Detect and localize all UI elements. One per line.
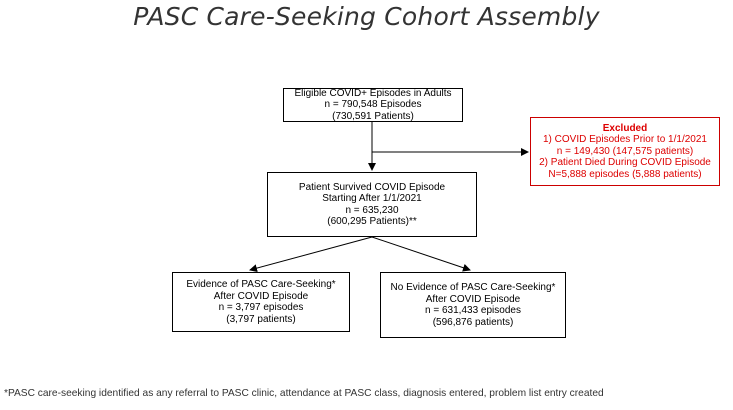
evidence-line-3: n = 3,797 episodes (218, 302, 304, 313)
arrow-to-no-evidence (371, 236, 471, 272)
survived-line-1: Patient Survived COVID Episode (298, 181, 446, 193)
survived-line-3: n = 635,230 (345, 204, 399, 216)
page-title: PASC Care-Seeking Cohort Assembly (133, 2, 600, 31)
no-evidence-line-3: n = 631,433 episodes (425, 305, 521, 316)
footnote: *PASC care-seeking identified as any ref… (4, 388, 604, 399)
no-evidence-care-seeking-box: No Evidence of PASC Care-Seeking* After … (380, 272, 566, 338)
eligible-episodes-box: Eligible COVID+ Episodes in Adults n = 7… (283, 88, 463, 122)
eligible-line-2: n = 790,548 Episodes (324, 99, 422, 111)
evidence-line-1: Evidence of PASC Care-Seeking* (186, 279, 336, 290)
evidence-care-seeking-box: Evidence of PASC Care-Seeking* After COV… (172, 272, 350, 332)
excluded-line-2: n = 149,430 (147,575 patients) (556, 145, 694, 157)
eligible-line-1: Eligible COVID+ Episodes in Adults (294, 87, 452, 99)
excluded-line-1: 1) COVID Episodes Prior to 1/1/2021 (543, 134, 707, 146)
excluded-box: Excluded 1) COVID Episodes Prior to 1/1/… (530, 117, 720, 186)
evidence-line-2: After COVID Episode (213, 290, 309, 302)
eligible-line-3: (730,591 Patients) (332, 110, 414, 122)
excluded-line-4: N=5,888 episodes (5,888 patients) (548, 168, 702, 180)
no-evidence-line-1: No Evidence of PASC Care-Seeking* (390, 282, 556, 293)
arrow-to-evidence (249, 236, 373, 273)
survived-line-4: (600,295 Patients)** (327, 216, 417, 227)
survived-line-2: Starting After 1/1/2021 (322, 193, 422, 204)
evidence-line-4: (3,797 patients) (226, 313, 296, 325)
no-evidence-line-2: After COVID Episode (425, 293, 521, 305)
survived-episodes-box: Patient Survived COVID Episode Starting … (267, 172, 477, 237)
no-evidence-line-4: (596,876 patients) (432, 316, 514, 328)
excluded-header: Excluded (602, 122, 648, 134)
excluded-line-3: 2) Patient Died During COVID Episode (539, 157, 711, 169)
